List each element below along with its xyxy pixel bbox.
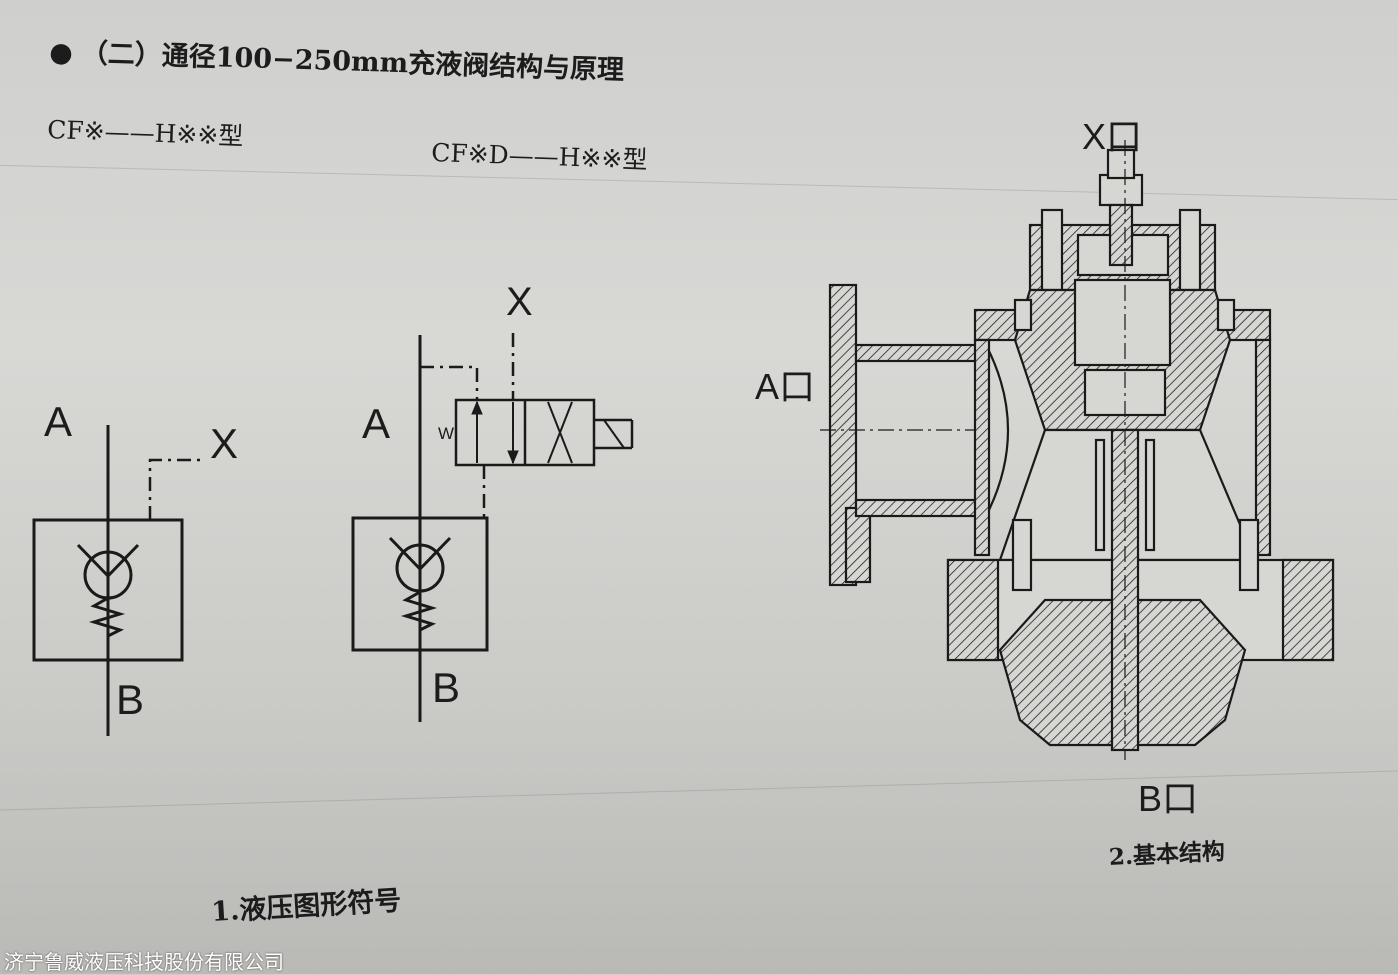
symbol1-port-b: B xyxy=(116,676,145,723)
caption-structure: 2.基本结构 xyxy=(1108,837,1226,871)
symbol2-label-w: W xyxy=(438,424,455,443)
symbol-2 xyxy=(351,333,634,722)
structure-port-x: X口 xyxy=(1082,116,1143,157)
symbol2-port-x: X xyxy=(506,280,533,324)
watermark: 济宁鲁威液压科技股份有限公司 xyxy=(4,950,284,974)
symbol1-port-a: A xyxy=(44,398,73,445)
structure-port-a: A口 xyxy=(755,366,816,407)
symbol2-port-b: B xyxy=(432,664,461,711)
symbol1-port-x: X xyxy=(210,420,239,467)
symbol2-port-a: A xyxy=(362,400,391,447)
structure-port-b: B口 xyxy=(1138,778,1199,819)
symbol-1 xyxy=(32,425,205,736)
